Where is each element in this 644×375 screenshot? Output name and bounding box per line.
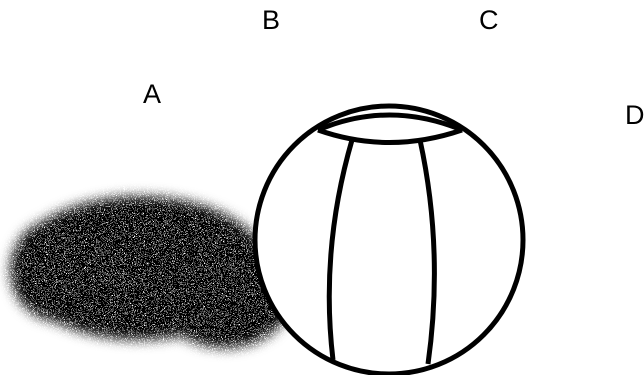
label-d: D bbox=[625, 102, 644, 129]
shadow-patch bbox=[10, 196, 290, 348]
label-a: A bbox=[143, 81, 161, 108]
label-b: B bbox=[262, 7, 280, 34]
ball-outline bbox=[255, 106, 523, 374]
shadow-left-lobe bbox=[10, 218, 110, 322]
label-c: C bbox=[479, 7, 499, 34]
ball bbox=[255, 106, 523, 374]
